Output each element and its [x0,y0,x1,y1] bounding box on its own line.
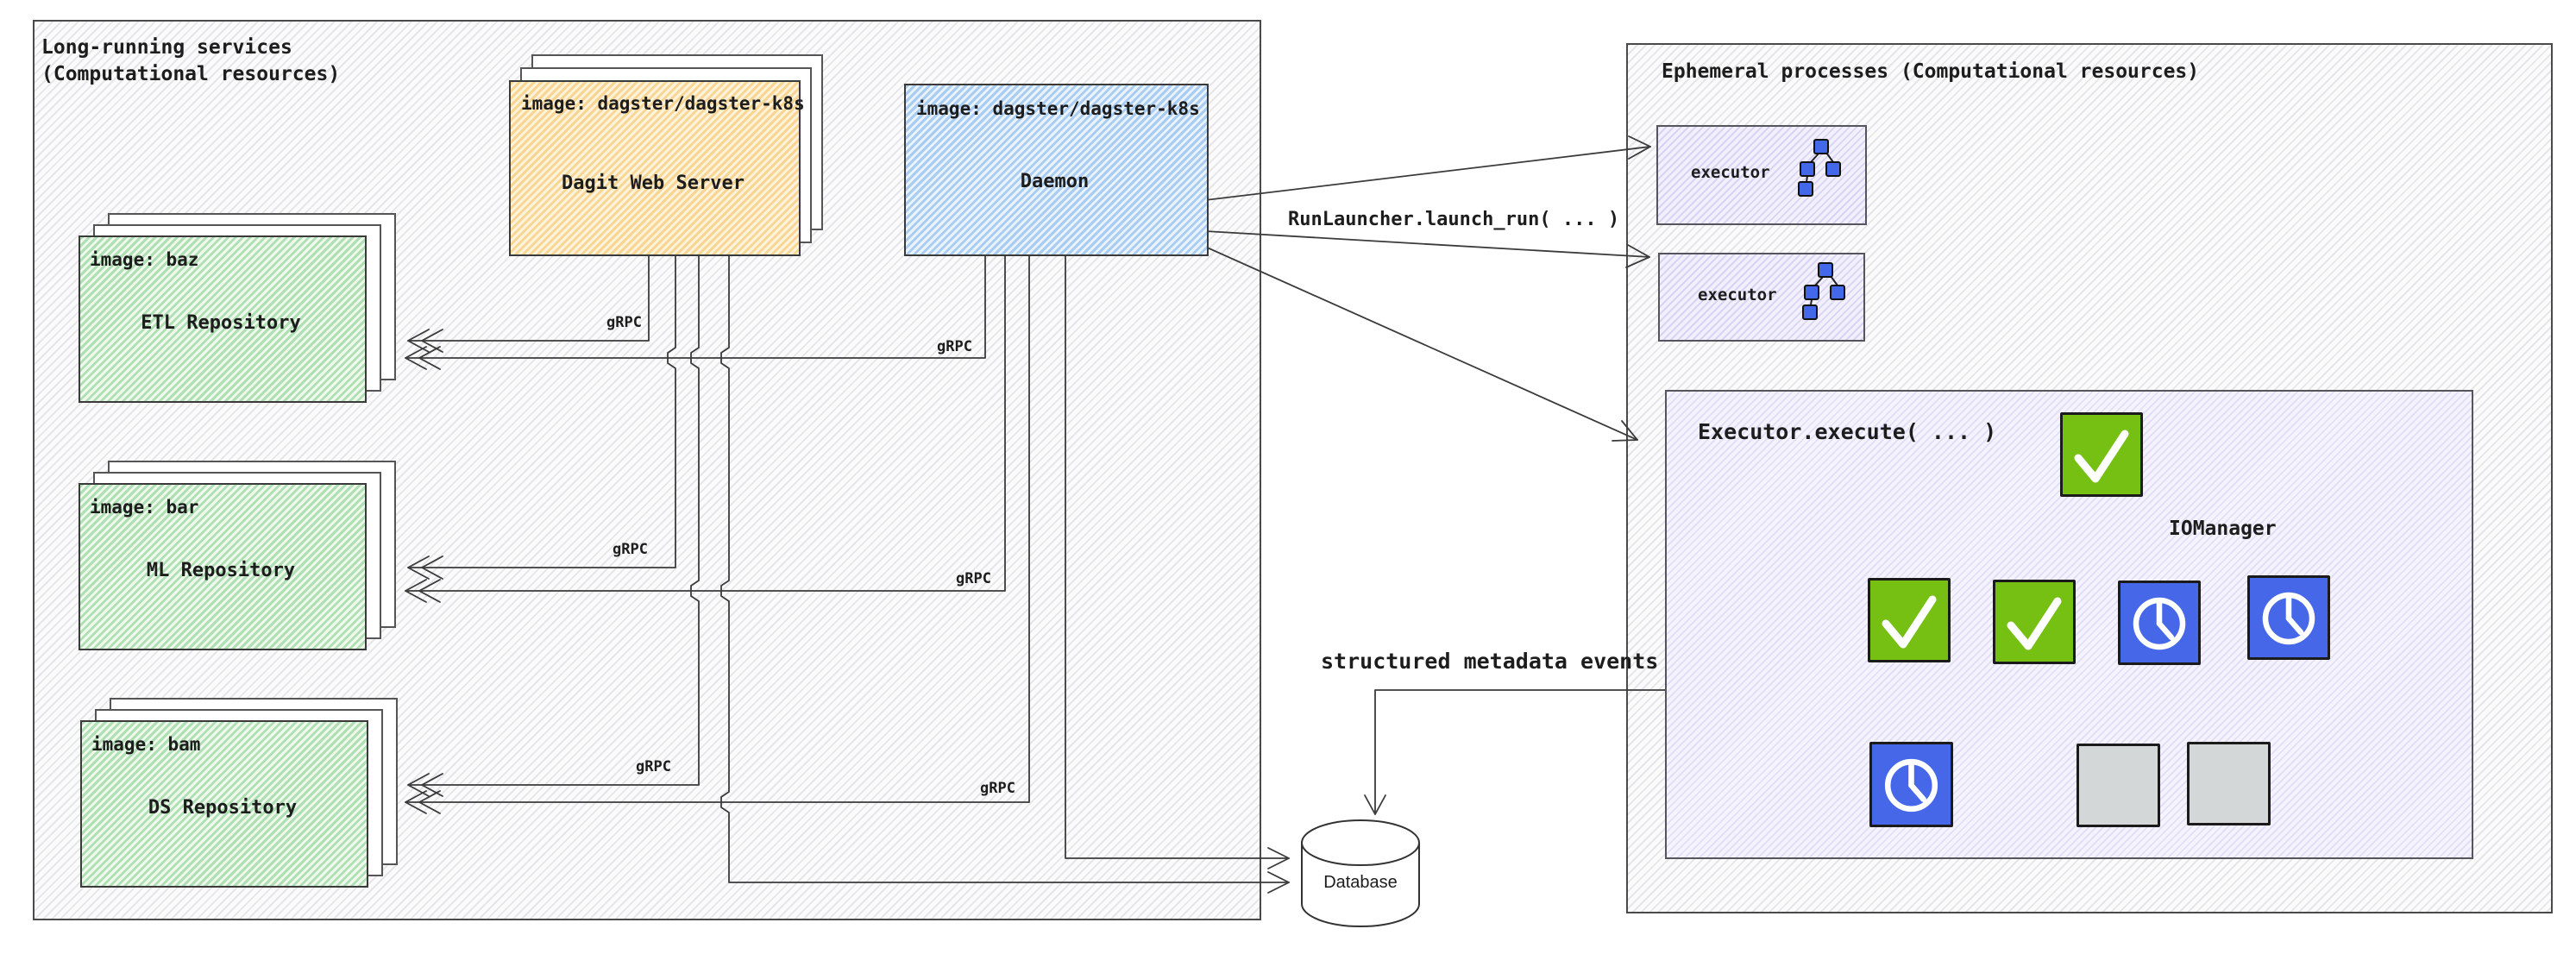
check-icon [1882,595,1937,649]
daemon-box [904,84,1209,256]
grpc-label-daemon-ml: gRPC [956,570,991,587]
check-icon [2074,430,2129,483]
step-node-pending-2 [2187,742,2271,825]
grpc-label-dagit-etl: gRPC [606,314,642,331]
database-label: Database [1323,873,1398,892]
grpc-label-dagit-ml: gRPC [613,541,648,558]
daemon-image-label: image: dagster/dagster-k8s [916,98,1200,119]
right-panel-title: Ephemeral processes (Computational resou… [1662,60,2200,83]
executor-1-label: executor [1691,163,1770,182]
step-node-running-2 [2247,575,2330,660]
dag-icon [1802,262,1845,320]
arrow-launch-run-execute-box [1204,246,1638,442]
grpc-line-dagit-ml [407,252,676,580]
clock-icon [2262,592,2315,645]
grpc-label-daemon-etl: gRPC [937,338,972,355]
grpc-line-daemon-ml [405,253,1006,603]
daemon-name: Daemon [1020,171,1090,192]
arrow-launch-run-executor-1 [1204,135,1651,201]
check-icon [2007,597,2062,650]
ds-repository-name: DS Repository [148,797,298,819]
step-node-running-3 [1869,742,1953,827]
etl-repository-name: ETL Repository [141,312,301,334]
ml-repository-name: ML Repository [146,560,296,581]
metadata-events-label: structured metadata events [1321,649,1659,674]
executor-2-label: executor [1698,286,1777,304]
database-cylinder [1301,819,1420,927]
grpc-line-daemon-etl [405,253,986,370]
ds-image-label: image: bam [91,734,201,755]
iomanager-label: IOManager [2169,518,2277,540]
etl-image-label: image: baz [90,249,199,270]
grpc-label-dagit-ds: gRPC [636,758,671,775]
grpc-line-daemon-ds [405,253,1030,814]
line-daemon-database [1065,253,1290,869]
step-node-success-root [2060,412,2143,497]
step-node-running-1 [2118,581,2201,665]
step-node-success-1 [1868,578,1951,662]
dagit-web-server-box [509,80,801,256]
step-node-success-2 [1993,580,2076,664]
left-panel-title: Long-running services (Computational res… [41,36,341,86]
etl-repository-box [79,235,367,403]
grpc-line-dagit-etl [407,252,650,353]
dagit-image-label: image: dagster/dagster-k8s [521,93,805,114]
grpc-label-daemon-ds: gRPC [980,780,1015,797]
clock-icon [1884,758,1938,813]
arrow-launch-run-executor-2 [1204,230,1650,268]
grpc-line-dagit-ds [407,252,700,797]
executor-execute-title: Executor.execute( ... ) [1698,419,1997,444]
arrow-metadata-to-database [1364,689,1666,815]
dagit-name: Dagit Web Server [562,173,745,194]
ml-repository-box [79,483,367,650]
run-launcher-label: RunLauncher.launch_run( ... ) [1288,209,1620,230]
clock-icon [2133,597,2186,650]
dag-icon [1798,139,1841,197]
line-dagit-database [720,252,1290,894]
ds-repository-box [80,720,368,888]
step-node-pending-1 [2077,744,2160,827]
ml-image-label: image: bar [90,497,199,518]
